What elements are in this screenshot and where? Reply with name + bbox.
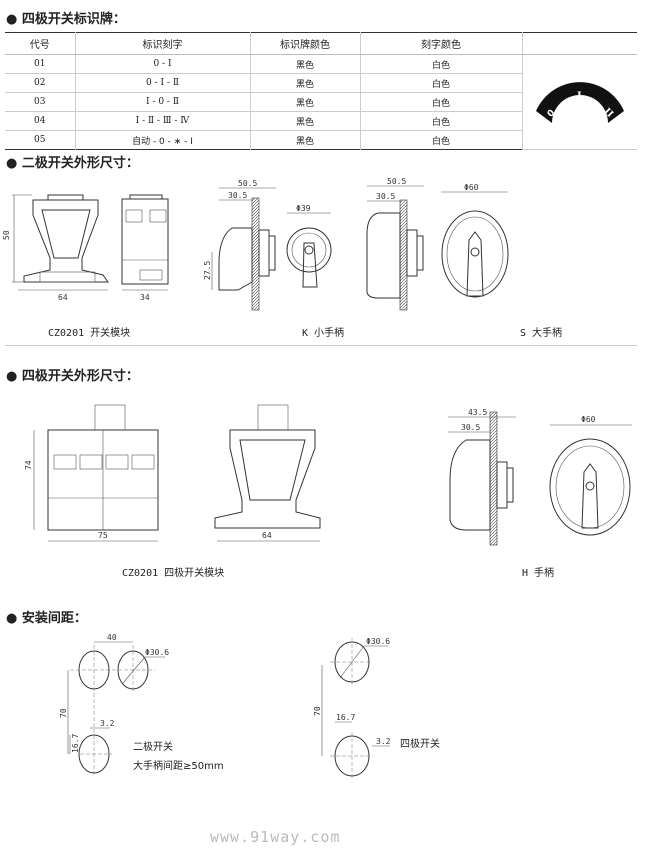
cell-code: 04	[5, 111, 76, 131]
plate-image-cell: 0 I II	[522, 54, 637, 150]
svg-text:40: 40	[107, 633, 117, 642]
svg-text:Φ60: Φ60	[581, 415, 596, 424]
section-title-two-pole: ● 二极开关外形尺寸：	[6, 156, 139, 171]
caption-two-pole-module: CZ0201 开关模块	[48, 326, 130, 339]
four-pole-module-side-drawing: 64	[214, 404, 321, 542]
svg-text:50.5: 50.5	[387, 177, 406, 186]
section-title-mounting: ● 安装间距：	[6, 611, 87, 626]
cell-text-color: 白色	[360, 92, 523, 112]
table-row: 03 Ⅰ - 0 - Ⅱ 黑色 白色	[5, 92, 637, 112]
svg-text:16.7: 16.7	[336, 713, 355, 722]
svg-text:四极开关: 四极开关	[400, 737, 440, 750]
svg-text:43.5: 43.5	[468, 408, 487, 417]
cell-text-color: 白色	[360, 54, 523, 74]
cell-plate-color: 黑色	[250, 111, 361, 131]
svg-text:74: 74	[24, 460, 33, 470]
svg-text:50: 50	[2, 230, 11, 240]
cell-plate-color: 黑色	[250, 130, 361, 150]
mounting-four-pole-drawing: Φ30.6 70 16.7 3.2 四极开关	[313, 637, 440, 780]
section-title-plate: ● 四极开关标识牌：	[6, 12, 126, 27]
k-handle-front-drawing: Φ39	[286, 204, 332, 288]
h-handle-front-drawing: Φ60	[549, 415, 632, 536]
svg-text:16.7: 16.7	[71, 734, 80, 753]
svg-text:75: 75	[98, 531, 108, 540]
k-handle-side-drawing: 50.5 30.5 27.5	[203, 179, 276, 311]
table-row: 04 Ⅰ - Ⅱ - Ⅲ - Ⅳ 黑色 白色	[5, 111, 637, 131]
svg-text:Φ60: Φ60	[464, 183, 479, 192]
cell-plate-color: 黑色	[250, 54, 361, 74]
table-header-row: 代号 标识刻字 标识牌颜色 刻字颜色	[5, 32, 637, 55]
table-row: 05 自动 - 0 - ∗ - Ⅰ 黑色 白色	[5, 130, 637, 150]
table-row: 01 0 - Ⅰ 黑色 白色 0 I II	[5, 54, 637, 150]
svg-text:Φ39: Φ39	[296, 204, 311, 213]
svg-text:二极开关: 二极开关	[133, 740, 173, 753]
cell-plate-color: 黑色	[250, 73, 361, 93]
cell-code: 03	[5, 92, 76, 112]
four-pole-module-front-drawing: 74 75	[24, 404, 159, 542]
mounting-two-pole-drawing: 40 Φ30.6 70 3.2 16.7 二极开关 大手柄间距≥50mm	[59, 633, 224, 776]
h-handle-side-drawing: 43.5 30.5	[448, 408, 516, 546]
caption-k-handle: K 小手柄	[302, 326, 344, 339]
cell-marking: Ⅰ - 0 - Ⅱ	[75, 92, 251, 112]
header-code: 代号	[5, 32, 76, 55]
section-title-four-pole: ● 四极开关外形尺寸：	[6, 369, 139, 384]
svg-text:3.2: 3.2	[376, 737, 391, 746]
header-marking: 标识刻字	[75, 32, 251, 55]
cell-marking: 0 - Ⅰ - Ⅱ	[75, 73, 251, 93]
divider	[5, 345, 637, 346]
cell-text-color: 白色	[360, 73, 523, 93]
caption-s-handle: S 大手柄	[520, 326, 562, 339]
svg-text:50.5: 50.5	[238, 179, 257, 188]
svg-text:大手柄间距≥50mm: 大手柄间距≥50mm	[133, 759, 224, 772]
caption-h-handle: H 手柄	[522, 566, 554, 579]
svg-text:3.2: 3.2	[100, 719, 115, 728]
header-text-color: 刻字颜色	[360, 32, 523, 55]
header-image	[522, 32, 637, 55]
table-row: 02 0 - Ⅰ - Ⅱ 黑色 白色	[5, 73, 637, 93]
cell-marking: Ⅰ - Ⅱ - Ⅲ - Ⅳ	[75, 111, 251, 131]
cell-marking: 0 - Ⅰ	[75, 54, 251, 74]
svg-text:30.5: 30.5	[228, 191, 247, 200]
two-pole-module-side-drawing: 34	[121, 194, 169, 302]
caption-four-pole-module: CZ0201 四极开关模块	[122, 566, 224, 579]
s-handle-side-drawing: 50.5 30.5	[366, 177, 424, 311]
cell-text-color: 白色	[360, 130, 523, 150]
svg-text:70: 70	[313, 706, 322, 716]
svg-text:64: 64	[262, 531, 272, 540]
cell-plate-color: 黑色	[250, 92, 361, 112]
svg-text:I: I	[577, 91, 582, 102]
svg-text:64: 64	[58, 293, 68, 302]
svg-text:Φ30.6: Φ30.6	[366, 637, 390, 646]
svg-text:0: 0	[546, 108, 558, 120]
svg-text:Φ30.6: Φ30.6	[145, 648, 169, 657]
header-plate-color: 标识牌颜色	[250, 32, 361, 55]
svg-text:70: 70	[59, 708, 68, 718]
two-pole-module-front-drawing: 50 64	[2, 194, 109, 302]
svg-text:30.5: 30.5	[461, 423, 480, 432]
cell-marking: 自动 - 0 - ∗ - Ⅰ	[75, 130, 251, 150]
svg-text:27.5: 27.5	[203, 261, 212, 280]
watermark: www.91way.com	[210, 828, 341, 846]
cell-text-color: 白色	[360, 111, 523, 131]
cell-code: 02	[5, 73, 76, 93]
cell-code: 05	[5, 130, 76, 150]
plate-table: 代号 标识刻字 标识牌颜色 刻字颜色 01 0 - Ⅰ 黑色 白色 0 I II…	[5, 32, 637, 150]
svg-text:34: 34	[140, 293, 150, 302]
svg-text:30.5: 30.5	[376, 192, 395, 201]
cell-code: 01	[5, 54, 76, 74]
s-handle-front-drawing: Φ60	[441, 183, 509, 298]
plate-icon: 0 I II	[535, 81, 624, 123]
